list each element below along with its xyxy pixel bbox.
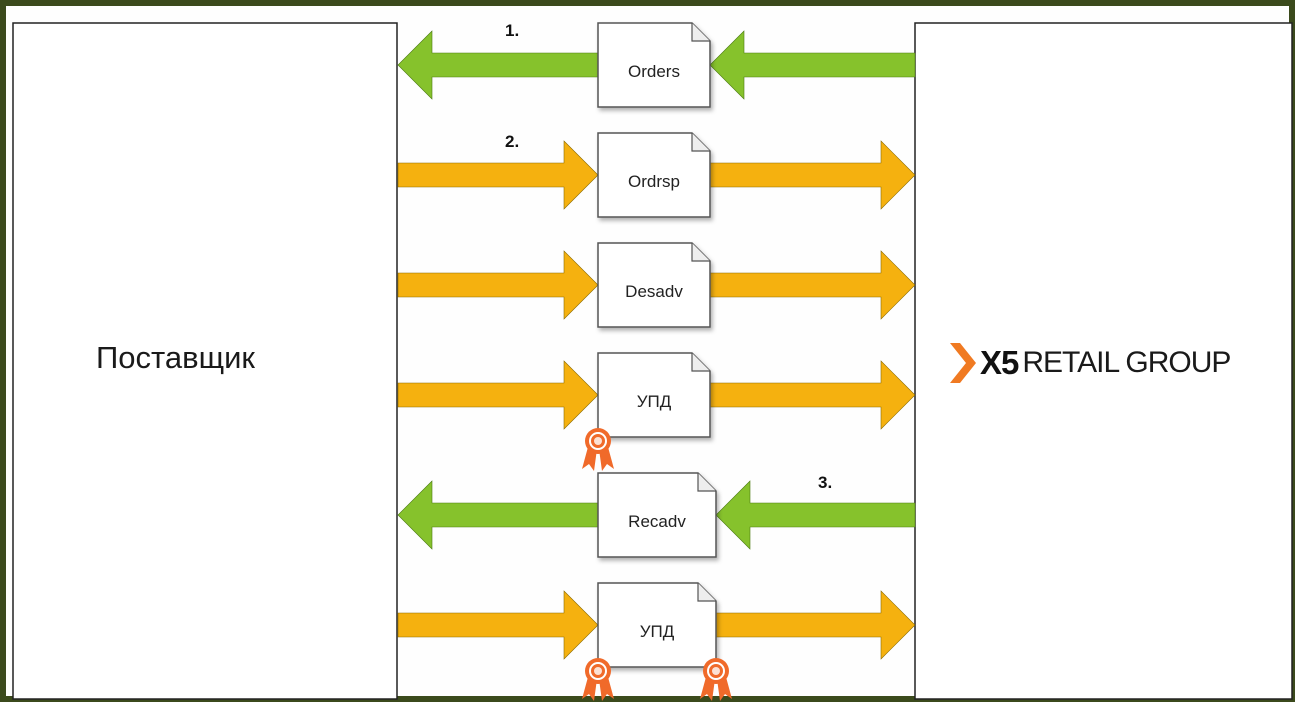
signature-seal-icon — [700, 658, 732, 701]
x5-chevron-icon — [950, 343, 976, 383]
arrow-to-retailer — [397, 360, 599, 430]
document-icon — [597, 242, 711, 328]
x5-logo-mark: X5 — [980, 344, 1019, 381]
arrow-to-retailer — [709, 250, 916, 320]
step-number: 2. — [505, 132, 519, 151]
arrow-to-retailer — [397, 590, 599, 660]
document-label: Ordrsp — [628, 172, 680, 191]
document-label: Orders — [628, 62, 680, 81]
signature-seal-icon — [582, 428, 614, 471]
document-icon — [597, 472, 717, 558]
arrow-to-supplier — [715, 480, 916, 550]
arrow-to-retailer — [397, 250, 599, 320]
arrow-to-supplier — [397, 480, 599, 550]
supplier-box — [12, 22, 398, 700]
document-label: УПД — [637, 392, 672, 411]
supplier-label: Поставщик — [96, 340, 255, 375]
arrow-to-supplier — [397, 30, 599, 100]
document-icon — [597, 352, 711, 438]
arrow-to-supplier — [709, 30, 916, 100]
retailer-box — [914, 22, 1293, 700]
step-number: 1. — [505, 21, 519, 40]
document-label: УПД — [640, 622, 675, 641]
document-icon — [597, 582, 717, 668]
x5-retail-group-logo: X5 RETAIL GROUP — [950, 343, 1231, 383]
document-icon — [597, 132, 711, 218]
arrow-to-retailer — [709, 140, 916, 210]
signature-seal-icon — [582, 658, 614, 701]
arrow-to-retailer — [715, 590, 916, 660]
arrow-to-retailer — [397, 140, 599, 210]
step-number: 3. — [818, 473, 832, 492]
x5-logo-text: RETAIL GROUP — [1022, 346, 1231, 379]
document-icon — [597, 22, 711, 108]
document-label: Desadv — [625, 282, 683, 301]
arrow-to-retailer — [709, 360, 916, 430]
document-label: Recadv — [628, 512, 686, 531]
